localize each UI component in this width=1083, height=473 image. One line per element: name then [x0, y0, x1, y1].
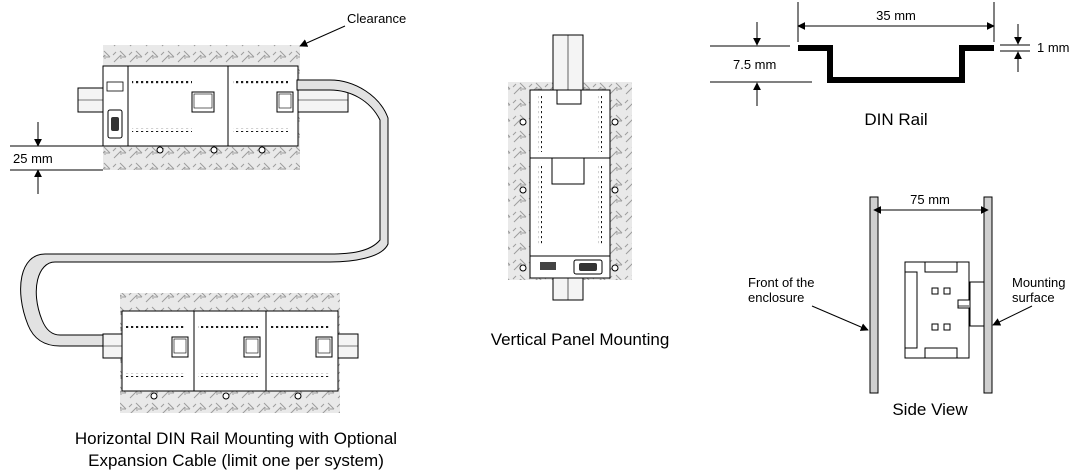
mounting-surface-label-2: surface	[1012, 290, 1055, 305]
horizontal-top-group	[77, 45, 349, 170]
module-side-profile	[904, 261, 985, 359]
mounting-surface-arrow	[992, 305, 1033, 326]
cpu-module-vertical	[519, 157, 619, 279]
expansion-module-vertical	[519, 89, 619, 159]
enclosure-depth-label: 75 mm	[910, 192, 950, 207]
side-view: 75 mm Front of the enclosure Mounting su…	[748, 192, 1065, 394]
mounting-surface-wall	[983, 196, 993, 394]
rail-height-label: 7.5 mm	[733, 57, 776, 72]
horizontal-caption-line-1: Horizontal DIN Rail Mounting with Option…	[75, 429, 397, 448]
rail-thickness-label: 1 mm	[1037, 40, 1070, 55]
front-enclosure-arrow	[811, 305, 869, 331]
front-enclosure-label-2: enclosure	[748, 290, 804, 305]
vertical-caption: Vertical Panel Mounting	[491, 330, 670, 349]
horizontal-bottom-group	[102, 293, 359, 413]
dimension-25mm: 25 mm	[10, 122, 103, 194]
gap-25-label: 25 mm	[13, 151, 53, 166]
mounting-surface-label-1: Mounting	[1012, 275, 1065, 290]
din-rail-profile: 35 mm 7.5 mm 1 mm	[710, 2, 1070, 106]
clearance-arrow	[299, 25, 346, 47]
din-rail-caption: DIN Rail	[864, 110, 927, 129]
clearance-label: Clearance	[347, 11, 406, 26]
expansion-module-bottom-3	[265, 310, 339, 400]
enclosure-front-wall	[869, 196, 879, 394]
rail-width-label: 35 mm	[876, 8, 916, 23]
expansion-module-top	[227, 65, 299, 154]
expansion-module-bottom-1	[121, 310, 195, 400]
expansion-module-bottom-2	[193, 310, 267, 400]
side-view-caption: Side View	[892, 400, 968, 419]
cpu-module-top	[102, 65, 229, 154]
front-enclosure-label-1: Front of the	[748, 275, 814, 290]
vertical-panel-group	[508, 34, 632, 301]
horizontal-caption-line-2: Expansion Cable (limit one per system)	[88, 451, 384, 470]
